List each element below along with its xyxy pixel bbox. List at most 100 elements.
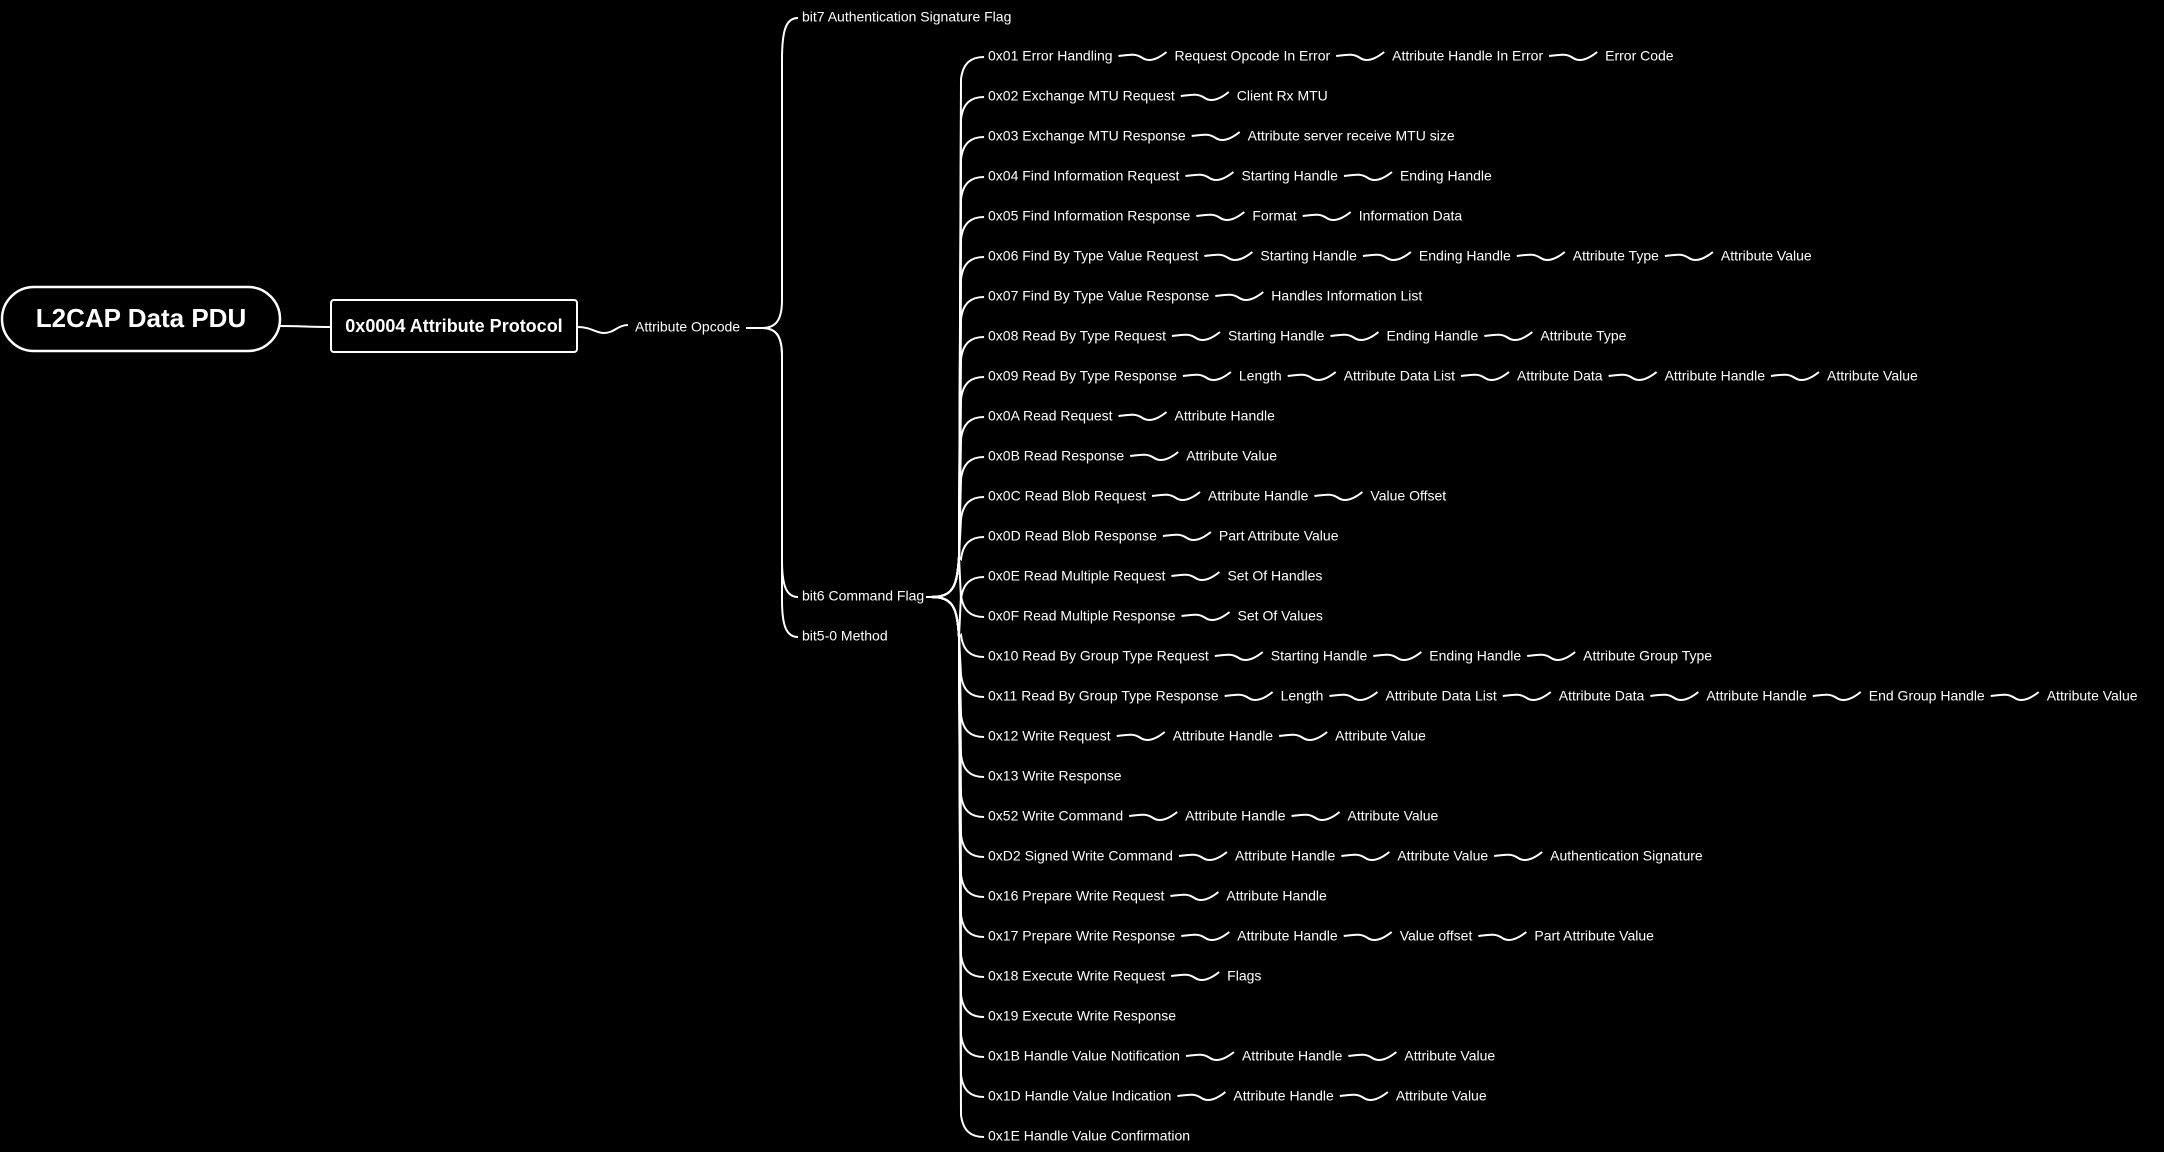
field-node[interactable]: Authentication Signature [1550,848,1703,864]
field-node[interactable]: Value Offset [1370,488,1446,504]
method-node[interactable]: 0x02 Exchange MTU Request [988,88,1175,104]
field-node[interactable]: Attribute Value [1186,448,1277,464]
method-node[interactable]: 0x1B Handle Value Notification [988,1048,1180,1064]
field-node[interactable]: Attribute Handle [1208,488,1309,504]
edge-field-19-0 [1128,811,1178,821]
field-node[interactable]: Attribute Handle [1226,888,1327,904]
field-node[interactable]: Attribute Value [1348,808,1439,824]
field-node[interactable]: Attribute server receive MTU size [1248,128,1455,144]
field-node[interactable]: Attribute Handle [1235,848,1336,864]
method-node[interactable]: 0x01 Error Handling [988,48,1113,64]
method-node[interactable]: 0x18 Execute Write Request [988,968,1165,984]
field-node[interactable]: Attribute Value [1827,368,1918,384]
field-node[interactable]: Attribute Handle [1175,408,1276,424]
field-node[interactable]: Attribute Handle [1242,1048,1343,1064]
method-node[interactable]: 0x16 Prepare Write Request [988,888,1164,904]
bit6-node[interactable]: bit6 Command Flag [802,588,924,604]
method-node[interactable]: 0x1D Handle Value Indication [988,1088,1171,1104]
field-node[interactable]: Starting Handle [1260,248,1357,264]
method-node[interactable]: 0x0F Read Multiple Response [988,608,1176,624]
method-node[interactable]: 0x10 Read By Group Type Request [988,648,1209,664]
edge-method-26 [930,596,985,1098]
edge-method-5 [930,256,985,598]
field-node[interactable]: Attribute Value [1335,728,1426,744]
edge-method-13 [930,556,985,600]
method-node[interactable]: 0x13 Write Response [988,768,1122,784]
field-node[interactable]: Part Attribute Value [1219,528,1339,544]
bit7-node[interactable]: bit7 Authentication Signature Flag [802,9,1011,25]
field-node[interactable]: Attribute Data [1517,368,1603,384]
method-node[interactable]: 0x11 Read By Group Type Response [988,688,1219,704]
field-node[interactable]: Length [1239,368,1282,384]
field-node[interactable]: Error Code [1605,48,1674,64]
field-node[interactable]: Ending Handle [1386,328,1478,344]
method-node[interactable]: 0xD2 Signed Write Command [988,848,1173,864]
field-node[interactable]: Attribute Data List [1385,688,1496,704]
method-node[interactable]: 0x06 Find By Type Value Request [988,248,1199,264]
field-node[interactable]: Length [1281,688,1324,704]
field-node[interactable]: Attribute Value [1396,1088,1487,1104]
method-node[interactable]: 0x17 Prepare Write Response [988,928,1175,944]
field-node[interactable]: Attribute Data List [1344,368,1455,384]
field-node[interactable]: Attribute Handle [1237,928,1338,944]
field-node[interactable]: Attribute Value [1404,1048,1495,1064]
field-node[interactable]: Handles Information List [1271,288,1422,304]
method-node[interactable]: 0x07 Find By Type Value Response [988,288,1210,304]
method-node[interactable]: 0x04 Find Information Request [988,168,1180,184]
field-node[interactable]: Part Attribute Value [1534,928,1654,944]
edge-field-26-1 [1339,1091,1389,1101]
field-node[interactable]: Attribute Handle [1173,728,1274,744]
field-node[interactable]: Starting Handle [1271,648,1368,664]
method-node[interactable]: 0x09 Read By Type Response [988,368,1177,384]
method-node[interactable]: 0x0E Read Multiple Request [988,568,1166,584]
field-node[interactable]: Flags [1227,968,1261,984]
field-node[interactable]: Ending Handle [1429,648,1521,664]
edge-field-8-1 [1287,371,1337,381]
field-node[interactable]: Format [1252,208,1296,224]
opcode-node[interactable]: Attribute Opcode [635,319,740,335]
field-node[interactable]: Attribute Data [1559,688,1645,704]
method-node[interactable]: 0x0D Read Blob Response [988,528,1157,544]
field-node[interactable]: Value offset [1400,928,1473,944]
field-node[interactable]: Starting Handle [1241,168,1338,184]
field-node[interactable]: Attribute Handle [1665,368,1766,384]
field-node[interactable]: Attribute Value [1397,848,1488,864]
method-node[interactable]: 0x0B Read Response [988,448,1124,464]
method-node[interactable]: 0x52 Write Command [988,808,1123,824]
field-node[interactable]: Attribute Type [1573,248,1659,264]
edge-field-19-1 [1291,811,1341,821]
field-node[interactable]: Starting Handle [1228,328,1325,344]
field-node[interactable]: Request Opcode In Error [1175,48,1331,64]
field-node[interactable]: Attribute Value [1721,248,1812,264]
field-node[interactable]: Attribute Handle In Error [1392,48,1543,64]
protocol-label: 0x0004 Attribute Protocol [345,316,562,336]
bit5-node[interactable]: bit5-0 Method [802,628,888,644]
field-node[interactable]: Set Of Handles [1227,568,1322,584]
field-node[interactable]: Attribute Group Type [1583,648,1712,664]
field-node[interactable]: Ending Handle [1419,248,1511,264]
method-node[interactable]: 0x0A Read Request [988,408,1113,424]
field-node[interactable]: Attribute Handle [1185,808,1286,824]
method-node[interactable]: 0x19 Execute Write Response [988,1008,1176,1024]
method-node[interactable]: 0x0C Read Blob Request [988,488,1146,504]
field-node[interactable]: Client Rx MTU [1237,88,1328,104]
root-node[interactable]: L2CAP Data PDU [0,285,282,353]
edge-field-16-4 [1812,691,1862,701]
field-node[interactable]: Attribute Handle [1233,1088,1334,1104]
method-node[interactable]: 0x08 Read By Type Request [988,328,1166,344]
edge-method-1 [930,96,985,598]
method-node[interactable]: 0x12 Write Request [988,728,1111,744]
field-node[interactable]: Attribute Value [2047,688,2138,704]
method-node[interactable]: 0x05 Find Information Response [988,208,1191,224]
field-node[interactable]: End Group Handle [1869,688,1985,704]
protocol-node[interactable]: 0x0004 Attribute Protocol [330,299,578,353]
field-node[interactable]: Attribute Type [1540,328,1626,344]
edge-field-7-0 [1171,331,1221,341]
field-node[interactable]: Set Of Values [1238,608,1323,624]
method-node[interactable]: 0x03 Exchange MTU Response [988,128,1186,144]
field-node[interactable]: Ending Handle [1400,168,1492,184]
field-node[interactable]: Attribute Handle [1706,688,1807,704]
method-node[interactable]: 0x1E Handle Value Confirmation [988,1128,1190,1144]
edge-field-0-0 [1118,51,1168,61]
field-node[interactable]: Information Data [1359,208,1463,224]
